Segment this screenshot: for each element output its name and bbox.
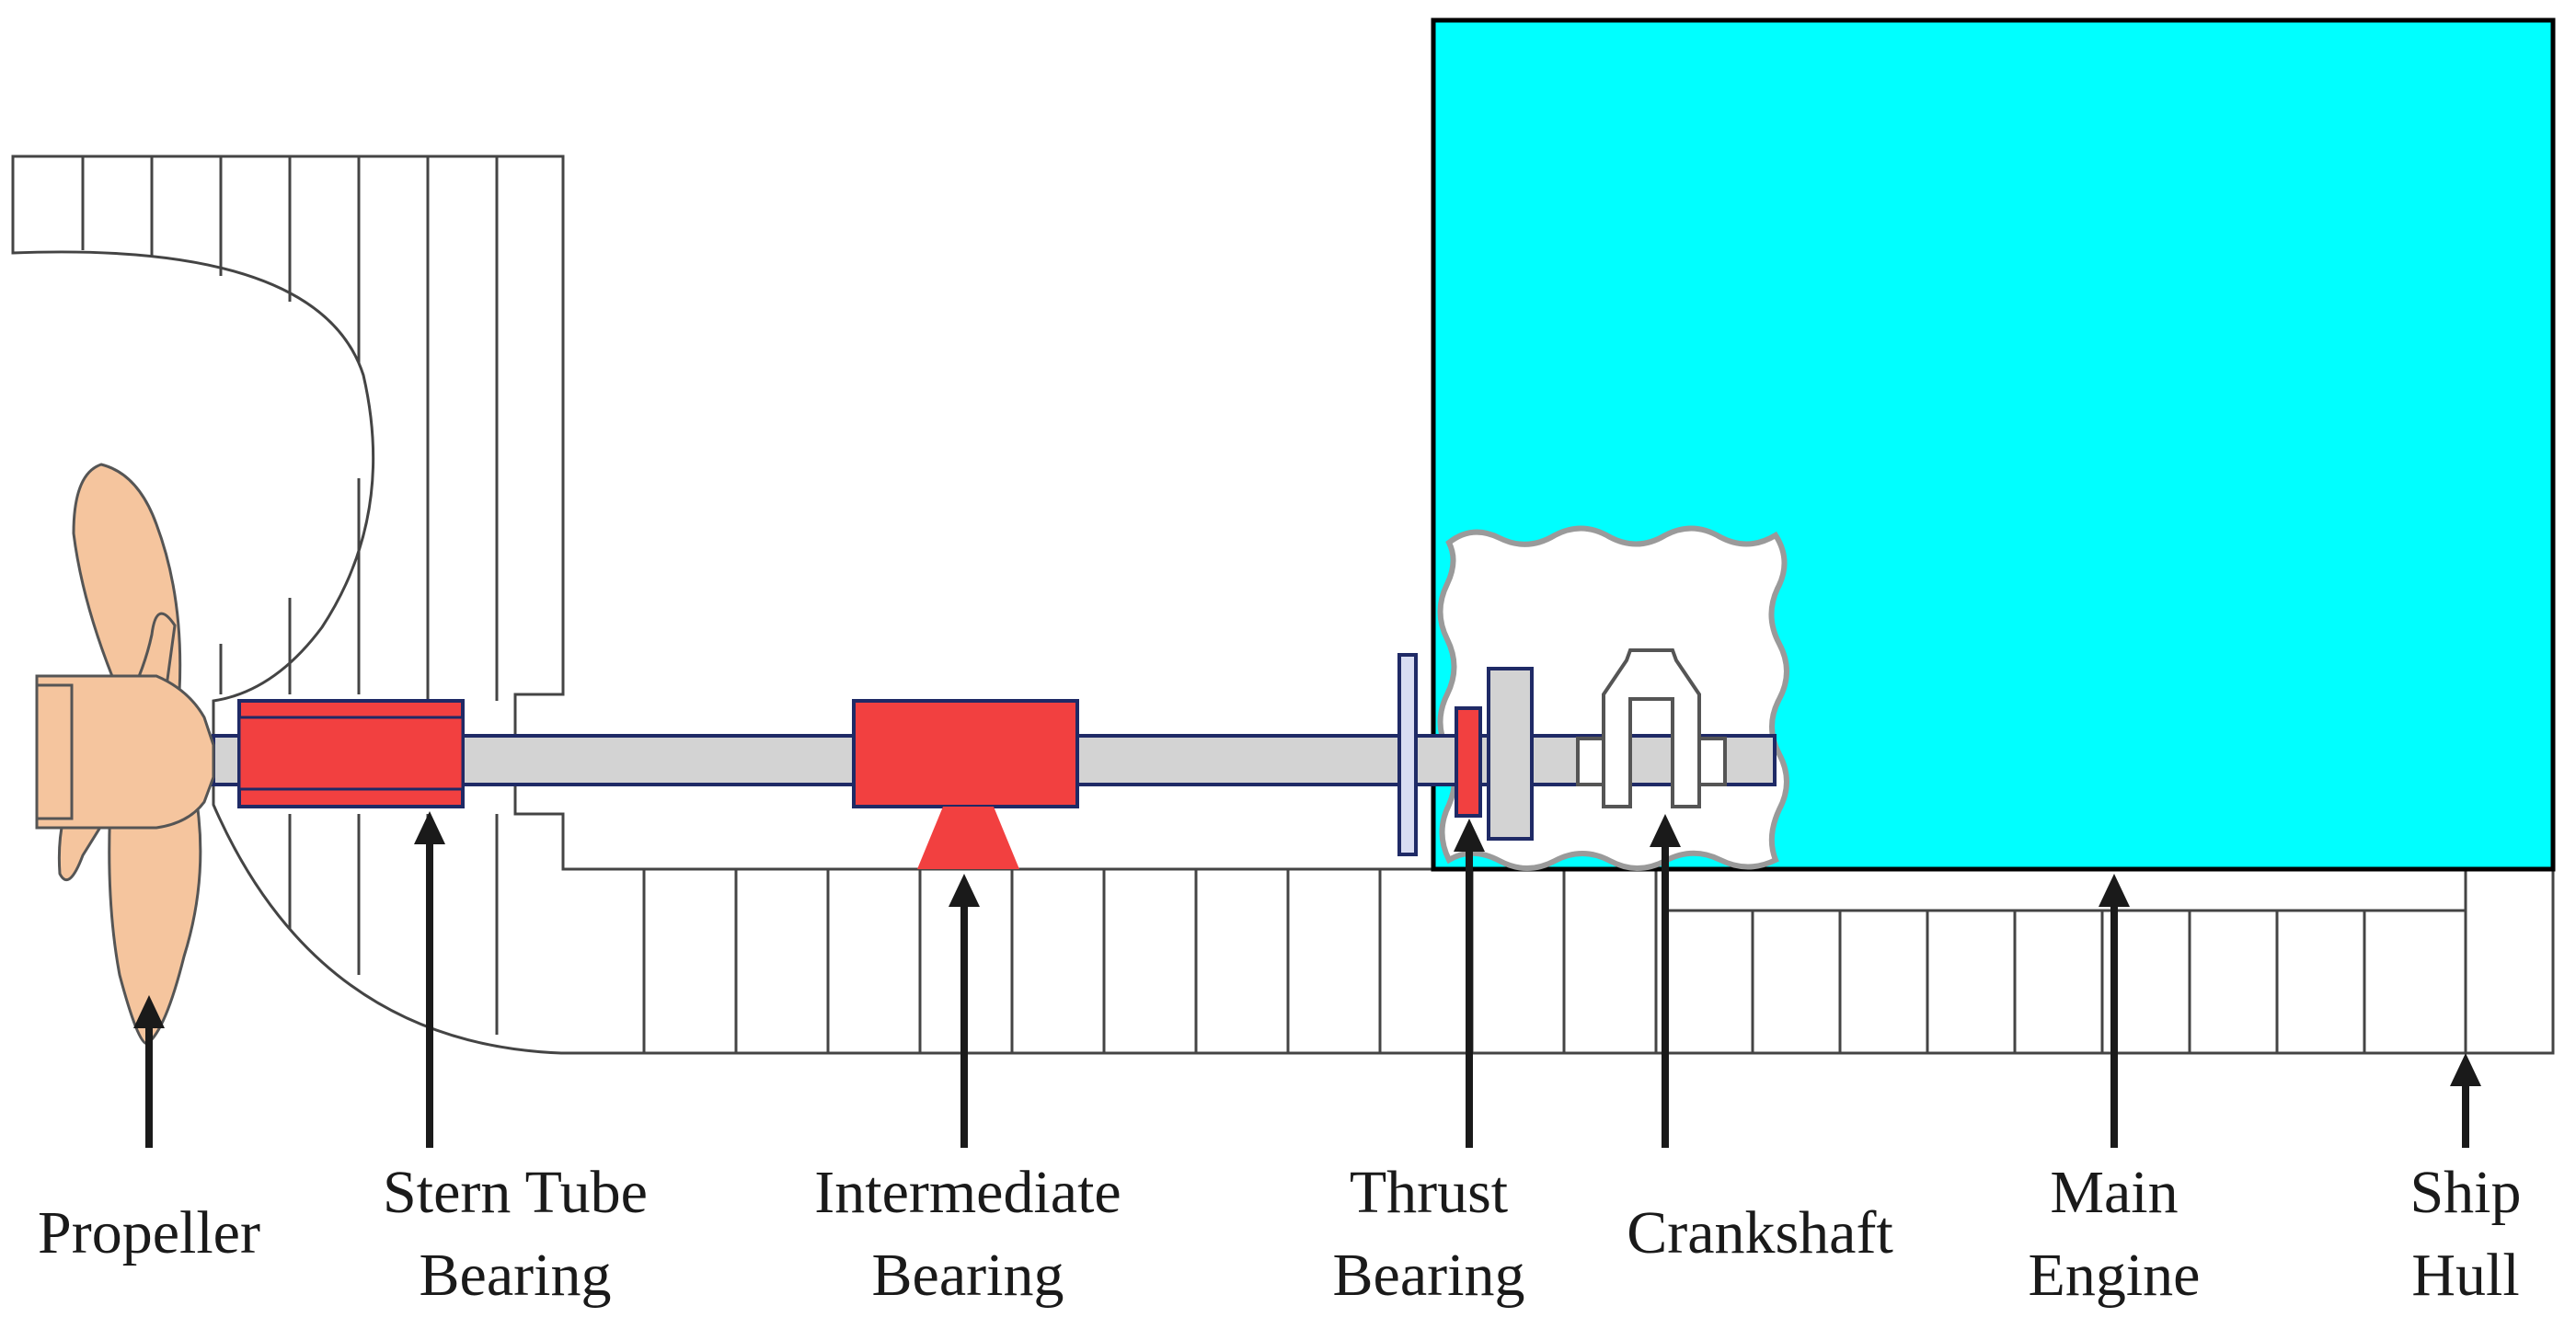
stern-hull-outline <box>11 155 2555 1055</box>
callout-labels: Propeller Stern Tube Bearing Intermediat… <box>38 1159 2521 1309</box>
label-intermediate-line2: Bearing <box>872 1242 1064 1309</box>
arrow-intermediate <box>949 874 980 1148</box>
propeller-hub <box>35 674 215 830</box>
intermediate-bearing-support <box>917 807 1019 869</box>
arrow-stern-tube <box>414 811 445 1148</box>
label-ship-hull-line1: Ship <box>2409 1159 2521 1226</box>
label-thrust-line2: Bearing <box>1333 1242 1525 1309</box>
double-bottom-frames <box>642 869 2467 1053</box>
arrow-crankshaft <box>1650 814 1681 1148</box>
arrow-main-engine <box>2099 874 2130 1148</box>
propeller-hub-cap <box>35 683 74 820</box>
label-thrust-line1: Thrust <box>1350 1159 1508 1226</box>
crankshaft-journal-left <box>1576 737 1605 786</box>
intermediate-bearing <box>852 699 1079 808</box>
label-intermediate-line1: Intermediate <box>814 1159 1121 1226</box>
arrow-propeller <box>133 995 165 1148</box>
label-main-engine-line1: Main <box>2050 1159 2178 1226</box>
label-stern-tube-line1: Stern Tube <box>383 1159 648 1226</box>
shaft-flange <box>1397 653 1418 856</box>
callout-arrows <box>133 811 2481 1148</box>
crankshaft-journal-right <box>1697 737 1727 786</box>
label-crankshaft: Crankshaft <box>1627 1199 1893 1266</box>
thrust-bearing <box>1455 706 1482 818</box>
label-stern-tube-line2: Bearing <box>420 1242 612 1309</box>
label-ship-hull-line2: Hull <box>2411 1242 2519 1309</box>
crankshaft <box>1576 648 1727 808</box>
propeller <box>35 463 215 1046</box>
crankshaft-web <box>1602 648 1701 808</box>
label-propeller: Propeller <box>38 1199 260 1266</box>
stern-tube-bearing-liner <box>237 716 465 791</box>
thrust-collar <box>1487 667 1534 841</box>
arrow-ship-hull <box>2450 1053 2481 1148</box>
label-main-engine-line2: Engine <box>2029 1242 2201 1309</box>
arrow-thrust <box>1454 819 1485 1148</box>
